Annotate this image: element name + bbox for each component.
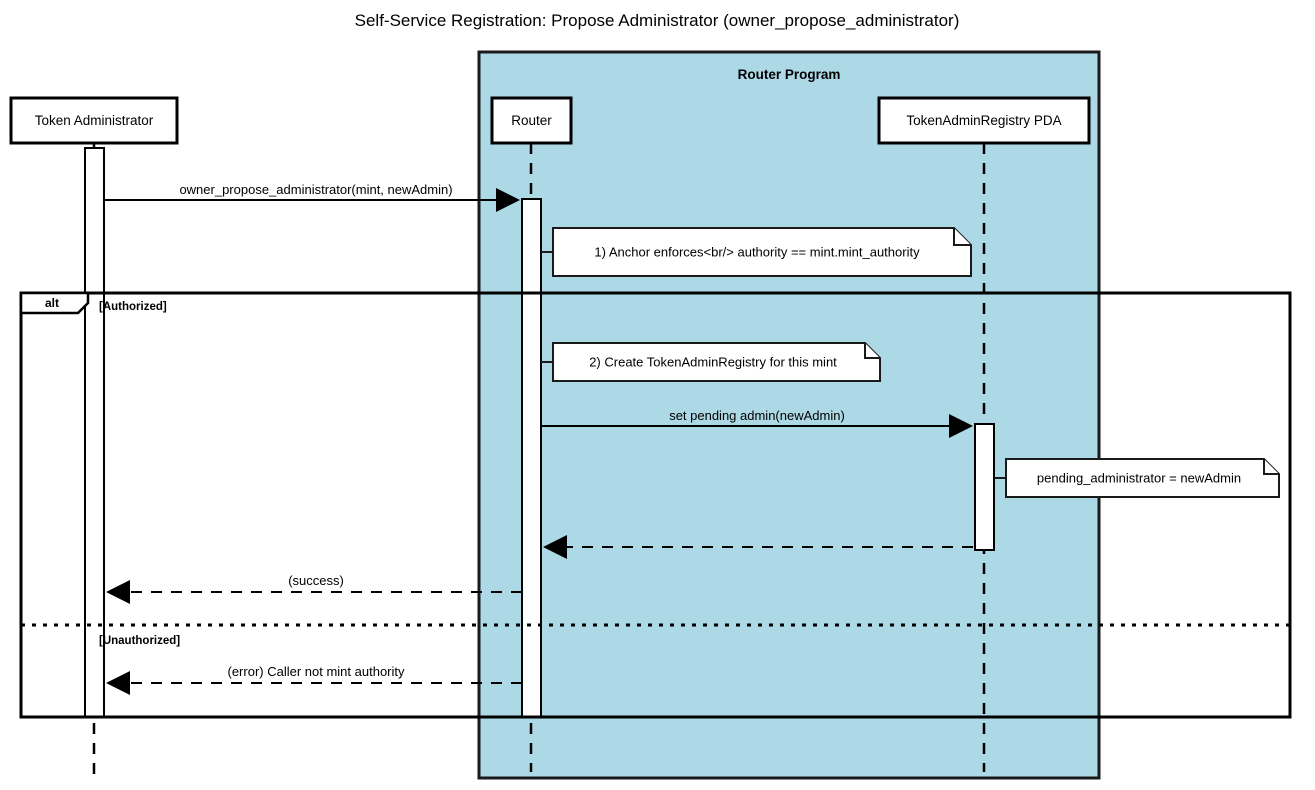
message-error-caller-not-mint-authority: (error) Caller not mint authority [106,664,522,695]
alt-fragment-condition-authorized: [Authorized] [99,301,167,313]
note-text-3: pending_administrator = newAdmin [1037,470,1241,485]
page-title: Self-Service Registration: Propose Admin… [355,11,960,30]
participant-label-token-administrator: Token Administrator [35,113,154,128]
note-create-token-admin-registry: 2) Create TokenAdminRegistry for this mi… [541,342,881,382]
message-label-m2: set pending admin(newAdmin) [669,408,845,423]
participant-router[interactable]: Router [490,96,573,145]
alt-fragment-frame [19,291,1292,719]
message-success: (success) [106,573,522,604]
activation-bar-router [521,198,542,718]
message-label-m5: (error) Caller not mint authority [228,664,405,679]
message-owner-propose-administrator: owner_propose_administrator(mint, newAdm… [104,182,520,212]
message-label-m1: owner_propose_administrator(mint, newAdm… [179,182,452,197]
participant-token-administrator[interactable]: Token Administrator [9,96,179,145]
group-label: Router Program [738,67,841,82]
note-anchor-enforces: 1) Anchor enforces<br/> authority == min… [541,227,972,277]
note-pending-administrator: pending_administrator = newAdmin [994,458,1280,498]
message-label-m4: (success) [288,573,344,588]
note-text-1: 1) Anchor enforces<br/> authority == min… [594,244,920,259]
note-text-2: 2) Create TokenAdminRegistry for this mi… [589,354,837,369]
message-set-pending-admin: set pending admin(newAdmin) [541,408,973,438]
participant-label-token-admin-registry-pda: TokenAdminRegistry PDA [906,113,1061,128]
participant-token-admin-registry-pda[interactable]: TokenAdminRegistry PDA [877,96,1091,145]
group-box-router-program [477,50,1101,780]
alt-fragment-operator-label: alt [45,296,59,310]
alt-fragment-operator-tab: alt [19,291,90,315]
participant-label-router: Router [511,113,552,128]
activation-bar-token-admin-registry-pda [974,423,995,551]
activation-bar-token-administrator [84,147,105,718]
alt-fragment-condition-unauthorized: [Unauthorized] [99,635,180,647]
